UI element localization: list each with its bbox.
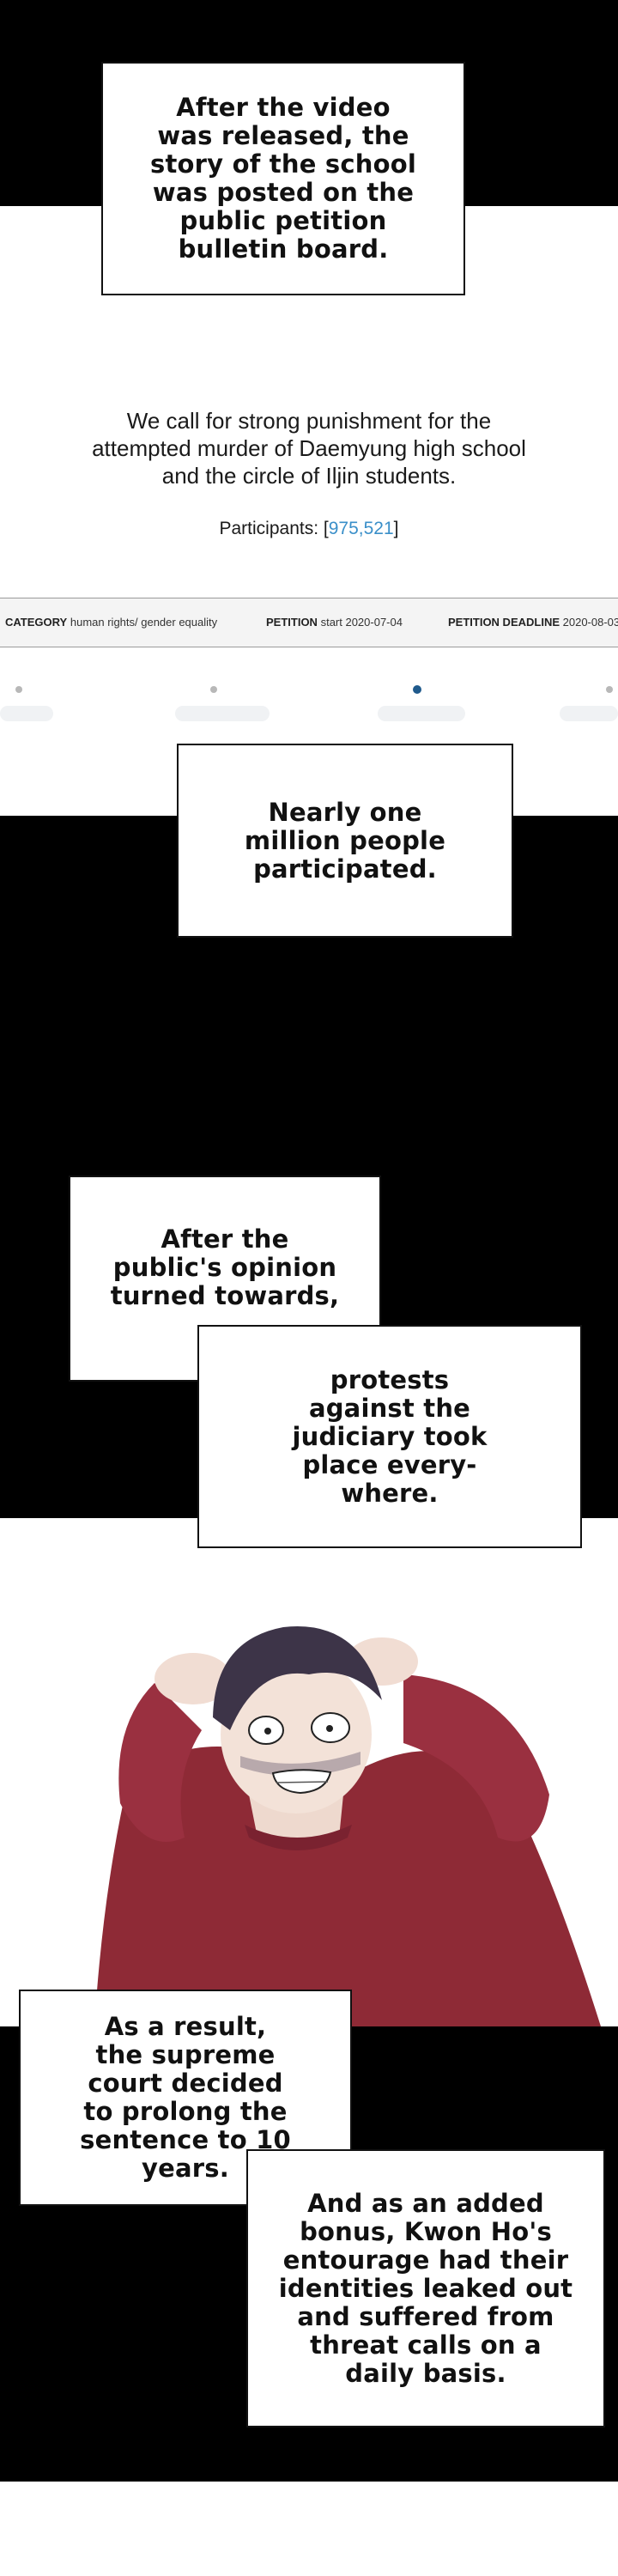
petition-text: We call for strong punishment for the at… — [92, 408, 526, 489]
deadline-value: 2020-08-03 — [562, 616, 618, 629]
petition-category: CATEGORY human rights/ gender equality — [5, 616, 217, 629]
petition-start: PETITION start 2020-07-04 — [266, 616, 403, 629]
red-sweater — [94, 1747, 601, 2026]
face — [221, 1656, 372, 1814]
hair — [213, 1626, 382, 1730]
category-label: CATEGORY — [5, 616, 68, 629]
left-arm — [118, 1683, 202, 1842]
left-hand — [154, 1653, 232, 1704]
participants-label: Participants: [ — [219, 519, 329, 538]
grimace-mouth — [271, 1769, 332, 1795]
petition-deadline: PETITION DEADLINE 2020-08-03 — [448, 616, 618, 629]
carousel-dot[interactable] — [15, 686, 22, 693]
participants-close: ] — [393, 519, 399, 538]
faded-bar — [378, 706, 465, 721]
bottom-white-band — [0, 2482, 618, 2576]
faded-bar — [560, 706, 618, 721]
boy-illustration — [94, 1626, 601, 2026]
carousel-dot[interactable] — [210, 686, 217, 693]
carousel-dot-active[interactable] — [413, 685, 421, 694]
caption-entourage: And as an added bonus, Kwon Ho's entoura… — [246, 2149, 605, 2427]
faded-bar — [175, 706, 270, 721]
faded-bar — [0, 706, 53, 721]
start-label: PETITION — [266, 616, 318, 629]
participants-line: Participants: [975,521] — [0, 519, 618, 539]
petition-meta-bar: CATEGORY human rights/ gender equality P… — [0, 598, 618, 647]
caption-video-released: After the video was released, the story … — [101, 62, 465, 295]
caption-million-people: Nearly one million people participated. — [177, 744, 513, 938]
deadline-label: PETITION DEADLINE — [448, 616, 560, 629]
caption-protests: protests against the judiciary took plac… — [197, 1325, 582, 1548]
start-value: start 2020-07-04 — [320, 616, 403, 629]
participants-count[interactable]: 975,521 — [328, 519, 394, 538]
category-value: human rights/ gender equality — [70, 616, 218, 629]
carousel-dot[interactable] — [606, 686, 613, 693]
right-arm — [403, 1674, 549, 1842]
